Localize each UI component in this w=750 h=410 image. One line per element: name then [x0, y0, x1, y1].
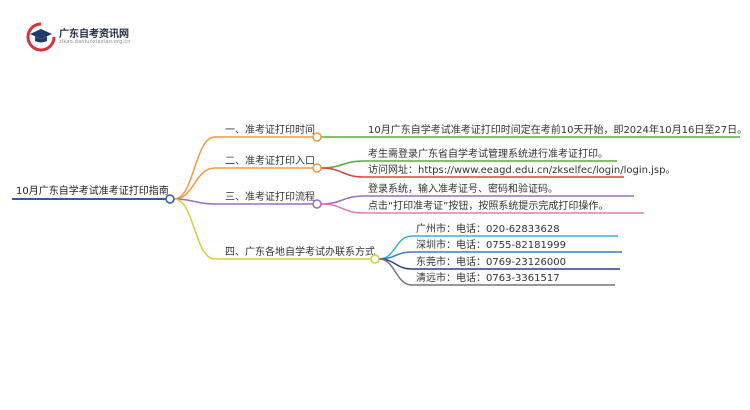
leaf-connector [378, 251, 413, 260]
branch-node [312, 199, 322, 209]
leaf-connector [320, 167, 365, 178]
branch-label: 四、广东各地自学考试办联系方式 [225, 245, 375, 258]
logo-title: 广东自考资讯网 [59, 29, 129, 40]
branch-label: 二、准考证打印入口 [225, 154, 315, 167]
leaf-label: 东莞市：电话：0769-23126000 [416, 255, 566, 268]
leaf-label: 登录系统，输入准考证号、密码和验证码。 [368, 182, 558, 195]
leaf-connector [320, 203, 365, 214]
branch-node [370, 254, 380, 264]
branch-connector [173, 198, 216, 260]
root-label: 10月广东自学考试准考证打印指南 [16, 184, 169, 197]
branch-connector [173, 136, 216, 200]
leaf-connector [378, 258, 413, 286]
leaf-connector [320, 195, 365, 205]
leaf-label: 广州市：电话：020-62833628 [416, 222, 560, 235]
leaf-label: 点击“打印准考证”按钮，按照系统提示完成打印操作。 [368, 199, 608, 212]
leaf-label: 深圳市：电话：0755-82181999 [416, 238, 566, 251]
leaf-label: 清远市：电话：0763-3361517 [416, 271, 560, 284]
graduation-cap-icon [26, 22, 56, 52]
root-node [165, 194, 175, 204]
branch-node [312, 132, 322, 142]
leaf-label: 10月广东自学考试准考证打印时间定在考前10天开始，即2024年10月16日至2… [368, 123, 747, 136]
branch-connector [173, 198, 216, 205]
site-logo: 广东自考资讯网 zikao.danluoxiaxiao.org.cn [26, 22, 146, 54]
leaf-connector [320, 160, 365, 169]
logo-subtitle: zikao.danluoxiaxiao.org.cn [59, 39, 131, 45]
branch-label: 三、准考证打印流程 [225, 190, 315, 203]
leaf-label: 访问网址：https://www.eeagd.edu.cn/zkselfec/l… [368, 163, 676, 176]
branch-node [312, 163, 322, 173]
branch-label: 一、准考证打印时间 [225, 123, 315, 136]
leaf-label: 考生需登录广东省自学考试管理系统进行准考证打印。 [368, 147, 608, 160]
branch-connector [173, 167, 216, 200]
